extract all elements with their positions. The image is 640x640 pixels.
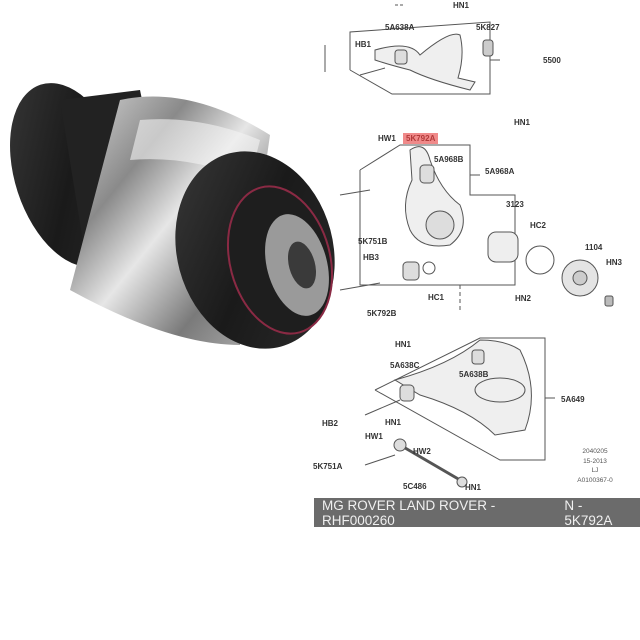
- label-hn1-low2: HN1: [385, 418, 402, 427]
- label-hb2: HB2: [322, 419, 339, 428]
- label-hn1-top: HN1: [453, 1, 470, 10]
- label-5a968a: 5A968A: [485, 167, 515, 176]
- label-1104: 1104: [585, 243, 603, 252]
- label-5k751b: 5K751B: [358, 237, 388, 246]
- label-3123: 3123: [506, 200, 524, 209]
- label-5a638a: 5A638A: [385, 23, 415, 32]
- label-5k792b: 5K792B: [367, 309, 397, 318]
- label-hn2: HN2: [515, 294, 532, 303]
- diagram-reference-info: 2040205 15-2013 LJ A0100367-0: [550, 447, 640, 485]
- label-5a638c: 5A638C: [390, 361, 420, 370]
- oem-reference: N - 5K792A: [564, 497, 613, 528]
- label-5500: 5500: [543, 56, 561, 65]
- label-hn1-mid: HN1: [514, 118, 531, 127]
- label-5a968b: 5A968B: [434, 155, 464, 164]
- meta-line: 15-2013: [583, 457, 607, 465]
- meta-line: A0100367-0: [577, 476, 613, 484]
- label-5a649: 5A649: [561, 395, 585, 404]
- label-hw2: HW2: [413, 447, 431, 456]
- label-hw1-mid: HW1: [378, 134, 396, 143]
- label-hw1-low: HW1: [365, 432, 383, 441]
- bushing-photo: [10, 83, 335, 349]
- label-5k792a-highlighted: 5K792A: [403, 133, 439, 144]
- label-hb3: HB3: [363, 253, 380, 262]
- label-hc1: HC1: [428, 293, 445, 302]
- label-hn1-bottom: HN1: [465, 483, 482, 492]
- meta-line: 2040205: [582, 448, 608, 455]
- brand-part-number: MG ROVER LAND ROVER - RHF000260: [322, 497, 496, 528]
- label-hn1-low: HN1: [395, 340, 412, 349]
- parts-diagram: HN1 5A638A 5K827 HB1 5500 HN1 HW1 5K792A…: [300, 0, 640, 495]
- diagram-lines: [324, 4, 614, 488]
- label-5a638b: 5A638B: [459, 370, 489, 379]
- label-hb1: HB1: [355, 40, 372, 49]
- label-hn3: HN3: [606, 258, 623, 267]
- label-5k751a: 5K751A: [313, 462, 343, 471]
- label-hc2: HC2: [530, 221, 547, 230]
- label-5k827: 5K827: [476, 23, 500, 32]
- meta-line: LJ: [591, 467, 599, 474]
- part-number-banner: MG ROVER LAND ROVER - RHF000260 N - 5K79…: [314, 497, 640, 528]
- label-5c486: 5C486: [403, 482, 427, 491]
